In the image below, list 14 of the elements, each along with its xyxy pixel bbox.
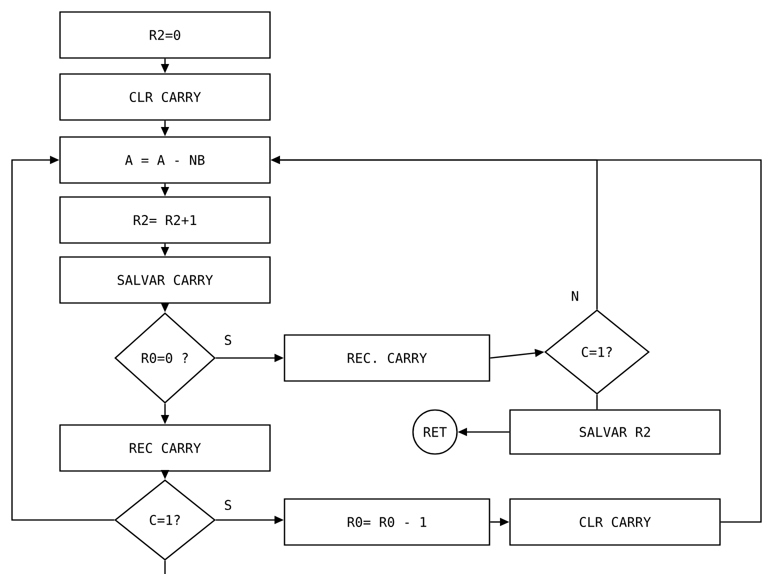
process-box: A = A - NB bbox=[59, 136, 271, 184]
edge-label: N bbox=[570, 290, 580, 302]
process-box: SALVAR R2 bbox=[509, 409, 721, 455]
process-box: R2=0 bbox=[59, 11, 271, 59]
process-box: SALVAR CARRY bbox=[59, 256, 271, 304]
process-box: REC CARRY bbox=[59, 424, 271, 472]
process-box: R2= R2+1 bbox=[59, 196, 271, 244]
edge-label: S bbox=[222, 334, 234, 346]
process-box: CLR CARRY bbox=[59, 73, 271, 121]
process-box: R0= R0 - 1 bbox=[284, 498, 490, 546]
arrow bbox=[11, 156, 114, 521]
edge-label: S bbox=[222, 498, 234, 512]
process-box: CLR CARRY bbox=[509, 498, 721, 546]
process-box: REC. CARRY bbox=[284, 334, 490, 382]
